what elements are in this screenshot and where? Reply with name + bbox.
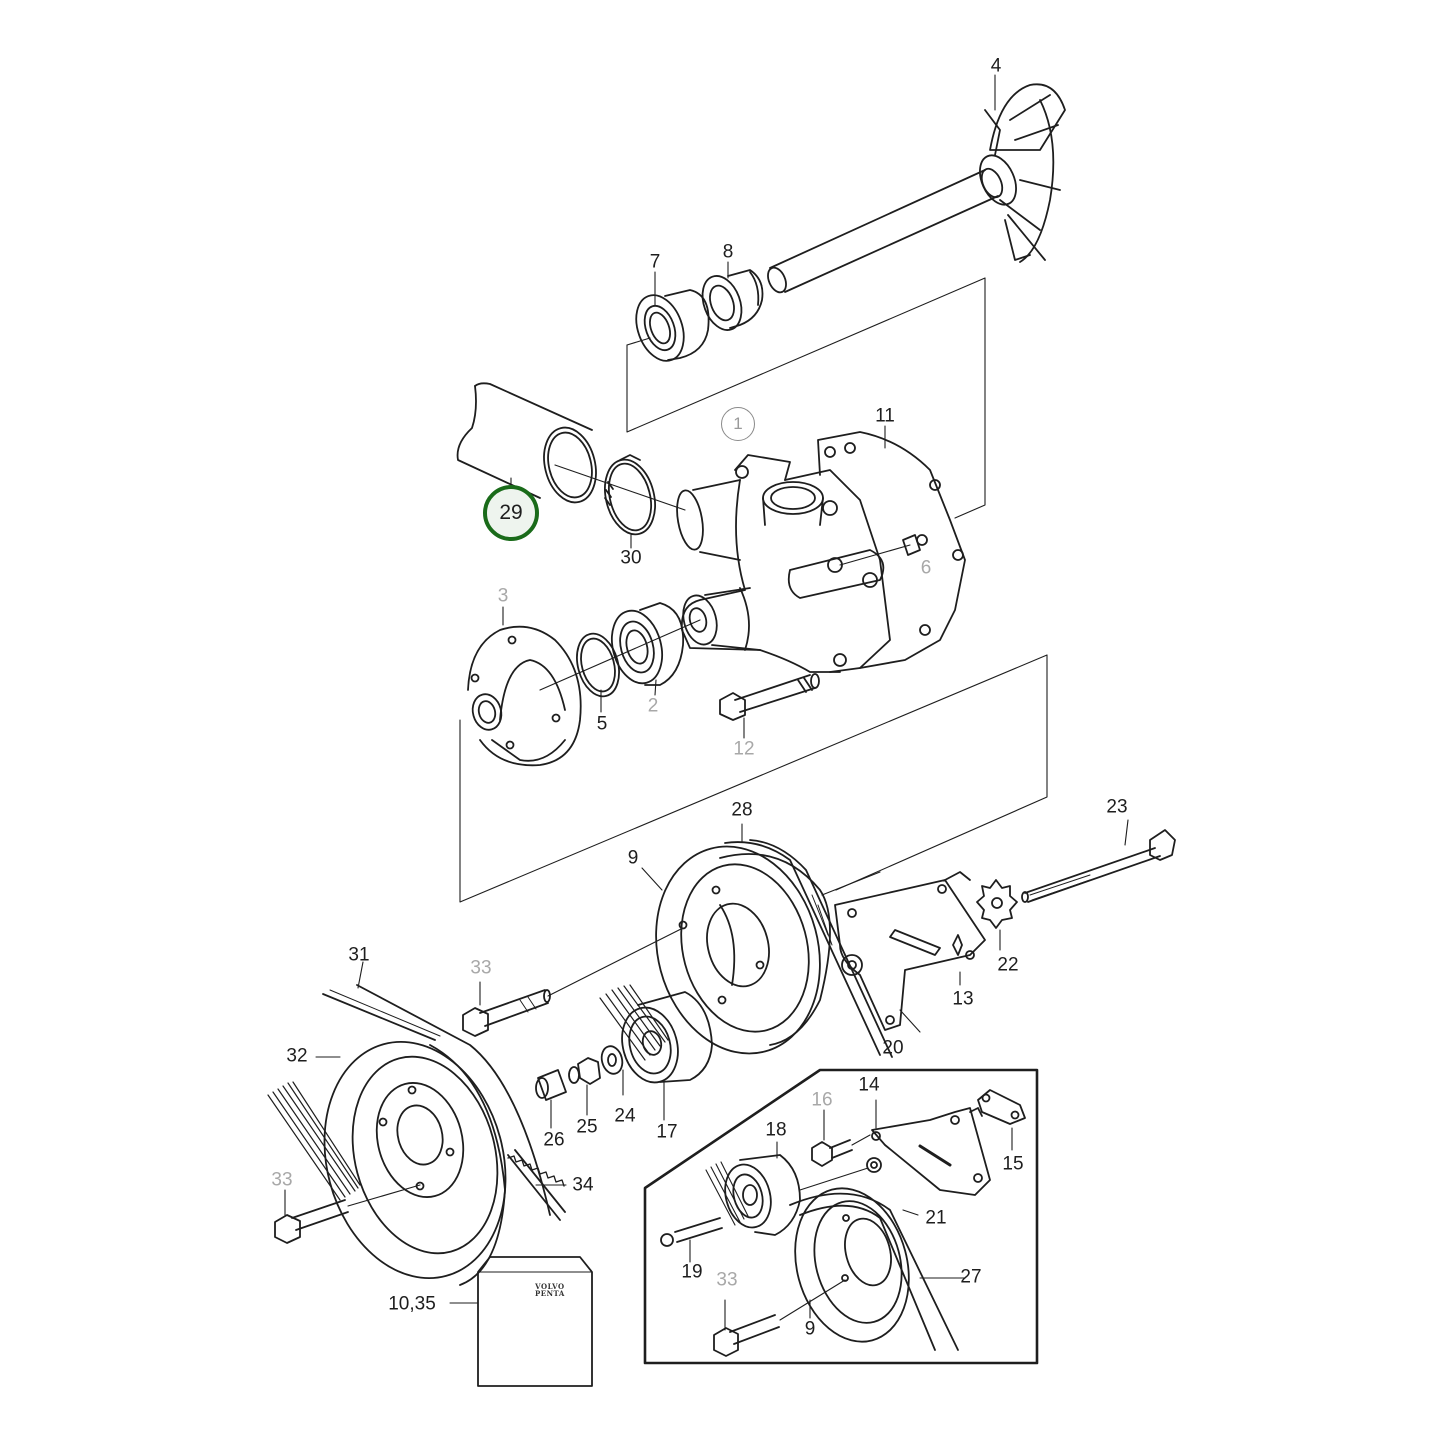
bolt-part-33-upper[interactable] [462, 927, 684, 1037]
washer-part-24[interactable] [599, 1044, 626, 1076]
tensioner-pulley-part-17[interactable] [599, 984, 713, 1089]
part-label-9-inset[interactable]: 9 [804, 1318, 816, 1340]
alternative-variant-inset [643, 1068, 1039, 1365]
part-label-31[interactable]: 31 [348, 944, 370, 966]
part-label-8[interactable]: 8 [722, 241, 734, 263]
part-label-12[interactable]: 12 [733, 738, 755, 760]
part-label-28[interactable]: 28 [731, 799, 753, 821]
bracket-part-13[interactable] [834, 871, 986, 1031]
impeller-shaft-part-4[interactable] [764, 83, 1066, 295]
part-label-32[interactable]: 32 [286, 1045, 308, 1067]
part-label-4[interactable]: 4 [990, 55, 1002, 77]
reference-circle-1[interactable]: 1 [721, 407, 755, 441]
part-label-33-inset[interactable]: 33 [716, 1269, 738, 1291]
hose-clamp-part-30[interactable] [598, 454, 663, 539]
part-label-6[interactable]: 6 [920, 557, 932, 579]
sleeve-part-26[interactable] [535, 1069, 567, 1101]
washer-part-21[interactable] [799, 1157, 882, 1191]
pulley-part-9-inset[interactable] [779, 1175, 926, 1354]
nut-part-25[interactable] [568, 1057, 601, 1085]
bolt-part-12[interactable] [719, 673, 820, 721]
part-label-18[interactable]: 18 [765, 1119, 787, 1141]
belt-part-28[interactable] [724, 839, 893, 1058]
belt-part-27[interactable] [789, 1192, 959, 1351]
part-label-23[interactable]: 23 [1106, 796, 1128, 818]
part-label-2[interactable]: 2 [647, 695, 659, 717]
part-label-24[interactable]: 24 [614, 1105, 636, 1127]
bearing-part-2[interactable] [539, 602, 701, 691]
part-label-16[interactable]: 16 [811, 1089, 833, 1111]
part-label-14[interactable]: 14 [858, 1074, 880, 1096]
part-label-34[interactable]: 34 [572, 1174, 594, 1196]
part-label-19[interactable]: 19 [681, 1261, 703, 1283]
part-label-27[interactable]: 27 [960, 1266, 982, 1288]
hose-part-29[interactable] [456, 382, 686, 511]
bolt-part-19[interactable] [660, 1217, 723, 1247]
logo-line-2: PENTA [535, 1289, 565, 1298]
pump-housing-part-11[interactable] [673, 431, 966, 673]
bolt-part-33-inset[interactable] [713, 1279, 846, 1357]
link-part-15[interactable] [977, 1089, 1026, 1125]
part-label-20[interactable]: 20 [882, 1037, 904, 1059]
leader-lines [284, 74, 1129, 1331]
hub-part-3[interactable] [467, 625, 582, 767]
part-label-3[interactable]: 3 [497, 585, 509, 607]
circlip-part-5[interactable] [570, 629, 625, 701]
kit-bag-part-10-35[interactable] [477, 1256, 593, 1387]
idler-pulley-part-18[interactable] [705, 1154, 801, 1236]
part-label-15[interactable]: 15 [1002, 1153, 1024, 1175]
seal-part-8[interactable] [696, 269, 764, 335]
part-label-33-lower[interactable]: 33 [271, 1169, 293, 1191]
bearing-part-7[interactable] [628, 289, 710, 368]
ribbed-belt-fragment [267, 1081, 361, 1201]
bolt-part-33-lower[interactable] [274, 1184, 421, 1244]
part-label-25[interactable]: 25 [576, 1116, 598, 1138]
part-label-5[interactable]: 5 [596, 713, 608, 735]
part-label-13[interactable]: 13 [952, 988, 974, 1010]
pulley-part-9[interactable] [634, 828, 843, 1072]
part-label-33-upper[interactable]: 33 [470, 957, 492, 979]
logo-line-1: VOLVO [535, 1282, 565, 1291]
bolt-part-23[interactable] [1021, 829, 1176, 903]
part-label-10-35[interactable]: 10,35 [388, 1293, 436, 1315]
part-label-21[interactable]: 21 [925, 1207, 947, 1229]
part-label-26[interactable]: 26 [543, 1129, 565, 1151]
toothed-belt-part-34[interactable] [507, 1149, 566, 1221]
part-label-11[interactable]: 11 [875, 405, 895, 427]
crank-pulley-part-32[interactable] [299, 1021, 531, 1298]
part-label-17[interactable]: 17 [656, 1121, 678, 1143]
part-label-7[interactable]: 7 [649, 251, 661, 273]
volvo-penta-logo: VOLVO PENTA [535, 1283, 565, 1297]
star-washer-part-22[interactable] [976, 879, 1018, 929]
bracket-part-14[interactable] [871, 1107, 991, 1196]
part-label-9[interactable]: 9 [627, 847, 639, 869]
highlighted-part-label-29[interactable]: 29 [483, 485, 539, 541]
bolt-part-16[interactable] [811, 1134, 871, 1167]
part-label-22[interactable]: 22 [997, 954, 1019, 976]
part-label-30[interactable]: 30 [620, 547, 642, 569]
